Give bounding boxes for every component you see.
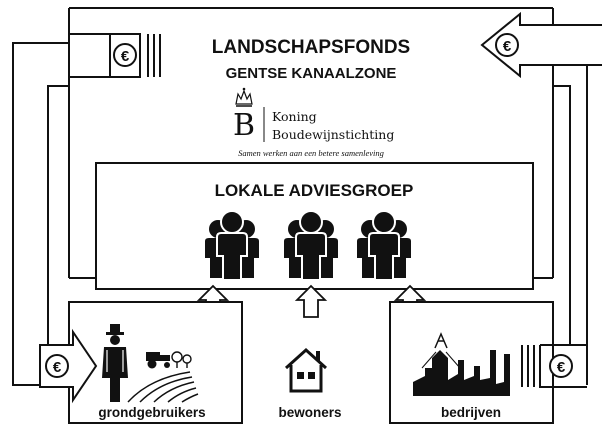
land-users-label: grondgebruikers bbox=[98, 405, 205, 420]
farmer-icon bbox=[102, 324, 128, 402]
svg-text:€: € bbox=[53, 359, 62, 376]
euro-coin-icon: € bbox=[549, 354, 573, 378]
factory-icon bbox=[413, 332, 510, 396]
fund-subtitle: GENTSE KANAALZONE bbox=[226, 65, 397, 82]
euro-coin-icon: € bbox=[113, 43, 137, 67]
svg-text:€: € bbox=[121, 48, 130, 65]
fund-title: LANDSCHAPSFONDS bbox=[212, 37, 410, 58]
house-icon bbox=[284, 347, 328, 393]
money-flow-right bbox=[480, 11, 602, 388]
crown-icon bbox=[235, 87, 253, 107]
advisory-group-title: LOKALE ADVIESGROEP bbox=[215, 181, 414, 200]
tractor-icon bbox=[146, 352, 170, 369]
up-arrow-icon bbox=[294, 284, 328, 318]
logo-name-line2: Boudewijnstichting bbox=[272, 127, 394, 142]
euro-coin-icon: € bbox=[45, 354, 69, 378]
svg-text:€: € bbox=[503, 38, 512, 55]
trees-icon bbox=[171, 351, 192, 368]
residents-label: bewoners bbox=[278, 405, 341, 420]
euro-coin-icon: € bbox=[495, 33, 519, 57]
field-icon bbox=[127, 371, 199, 403]
logo-name-line1: Koning bbox=[272, 109, 317, 124]
svg-text:€: € bbox=[557, 359, 566, 376]
logo-tagline: Samen werken aan een betere samenleving bbox=[238, 148, 384, 158]
companies-label: bedrijven bbox=[441, 405, 501, 420]
logo-letter: B bbox=[233, 108, 255, 143]
foundation-logo: B Koning Boudewijnstichting Samen werken… bbox=[233, 87, 394, 158]
